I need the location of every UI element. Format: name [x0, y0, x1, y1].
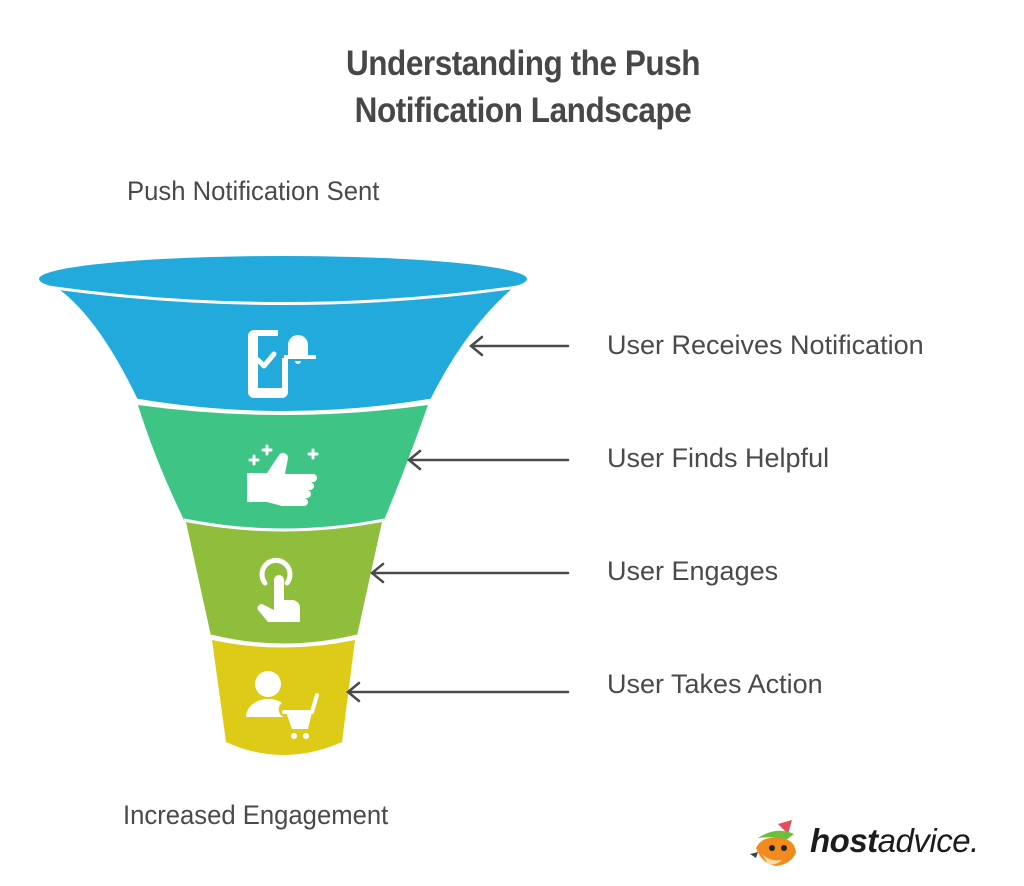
phone-check-bell-icon	[248, 330, 316, 398]
stage-4-label: User Takes Action	[607, 669, 823, 699]
stage-1-label: User Receives Notification	[607, 330, 924, 360]
title-line-1: Understanding the Push	[345, 44, 701, 83]
tap-finger-icon	[257, 557, 300, 622]
user-cart-icon	[245, 671, 319, 739]
stage-3-label: User Engages	[607, 556, 779, 586]
stage-2-label: User Finds Helpful	[607, 443, 830, 473]
hostadvice-logo: hostadvice.	[748, 818, 988, 868]
arrow-stage-1	[469, 335, 570, 357]
diagram-title: Understanding the Push Notification Land…	[52, 40, 993, 134]
funnel-stage-1	[39, 256, 527, 414]
arrow-stage-3	[370, 562, 570, 584]
thumbs-up-sparkle-icon	[247, 444, 319, 506]
fox-mascot-icon	[750, 820, 796, 866]
logo-wordmark: hostadvice.	[810, 822, 979, 860]
logo-wordmark-regular: advice.	[877, 822, 980, 859]
arrow-stage-2	[407, 449, 570, 471]
logo-wordmark-bold: host	[810, 822, 878, 859]
funnel-stage-4	[212, 640, 355, 755]
funnel-input-label: Push Notification Sent	[127, 176, 380, 206]
arrow-stage-4	[346, 681, 570, 703]
funnel-output-label: Increased Engagement	[123, 800, 389, 830]
title-line-2: Notification Landscape	[354, 91, 692, 130]
